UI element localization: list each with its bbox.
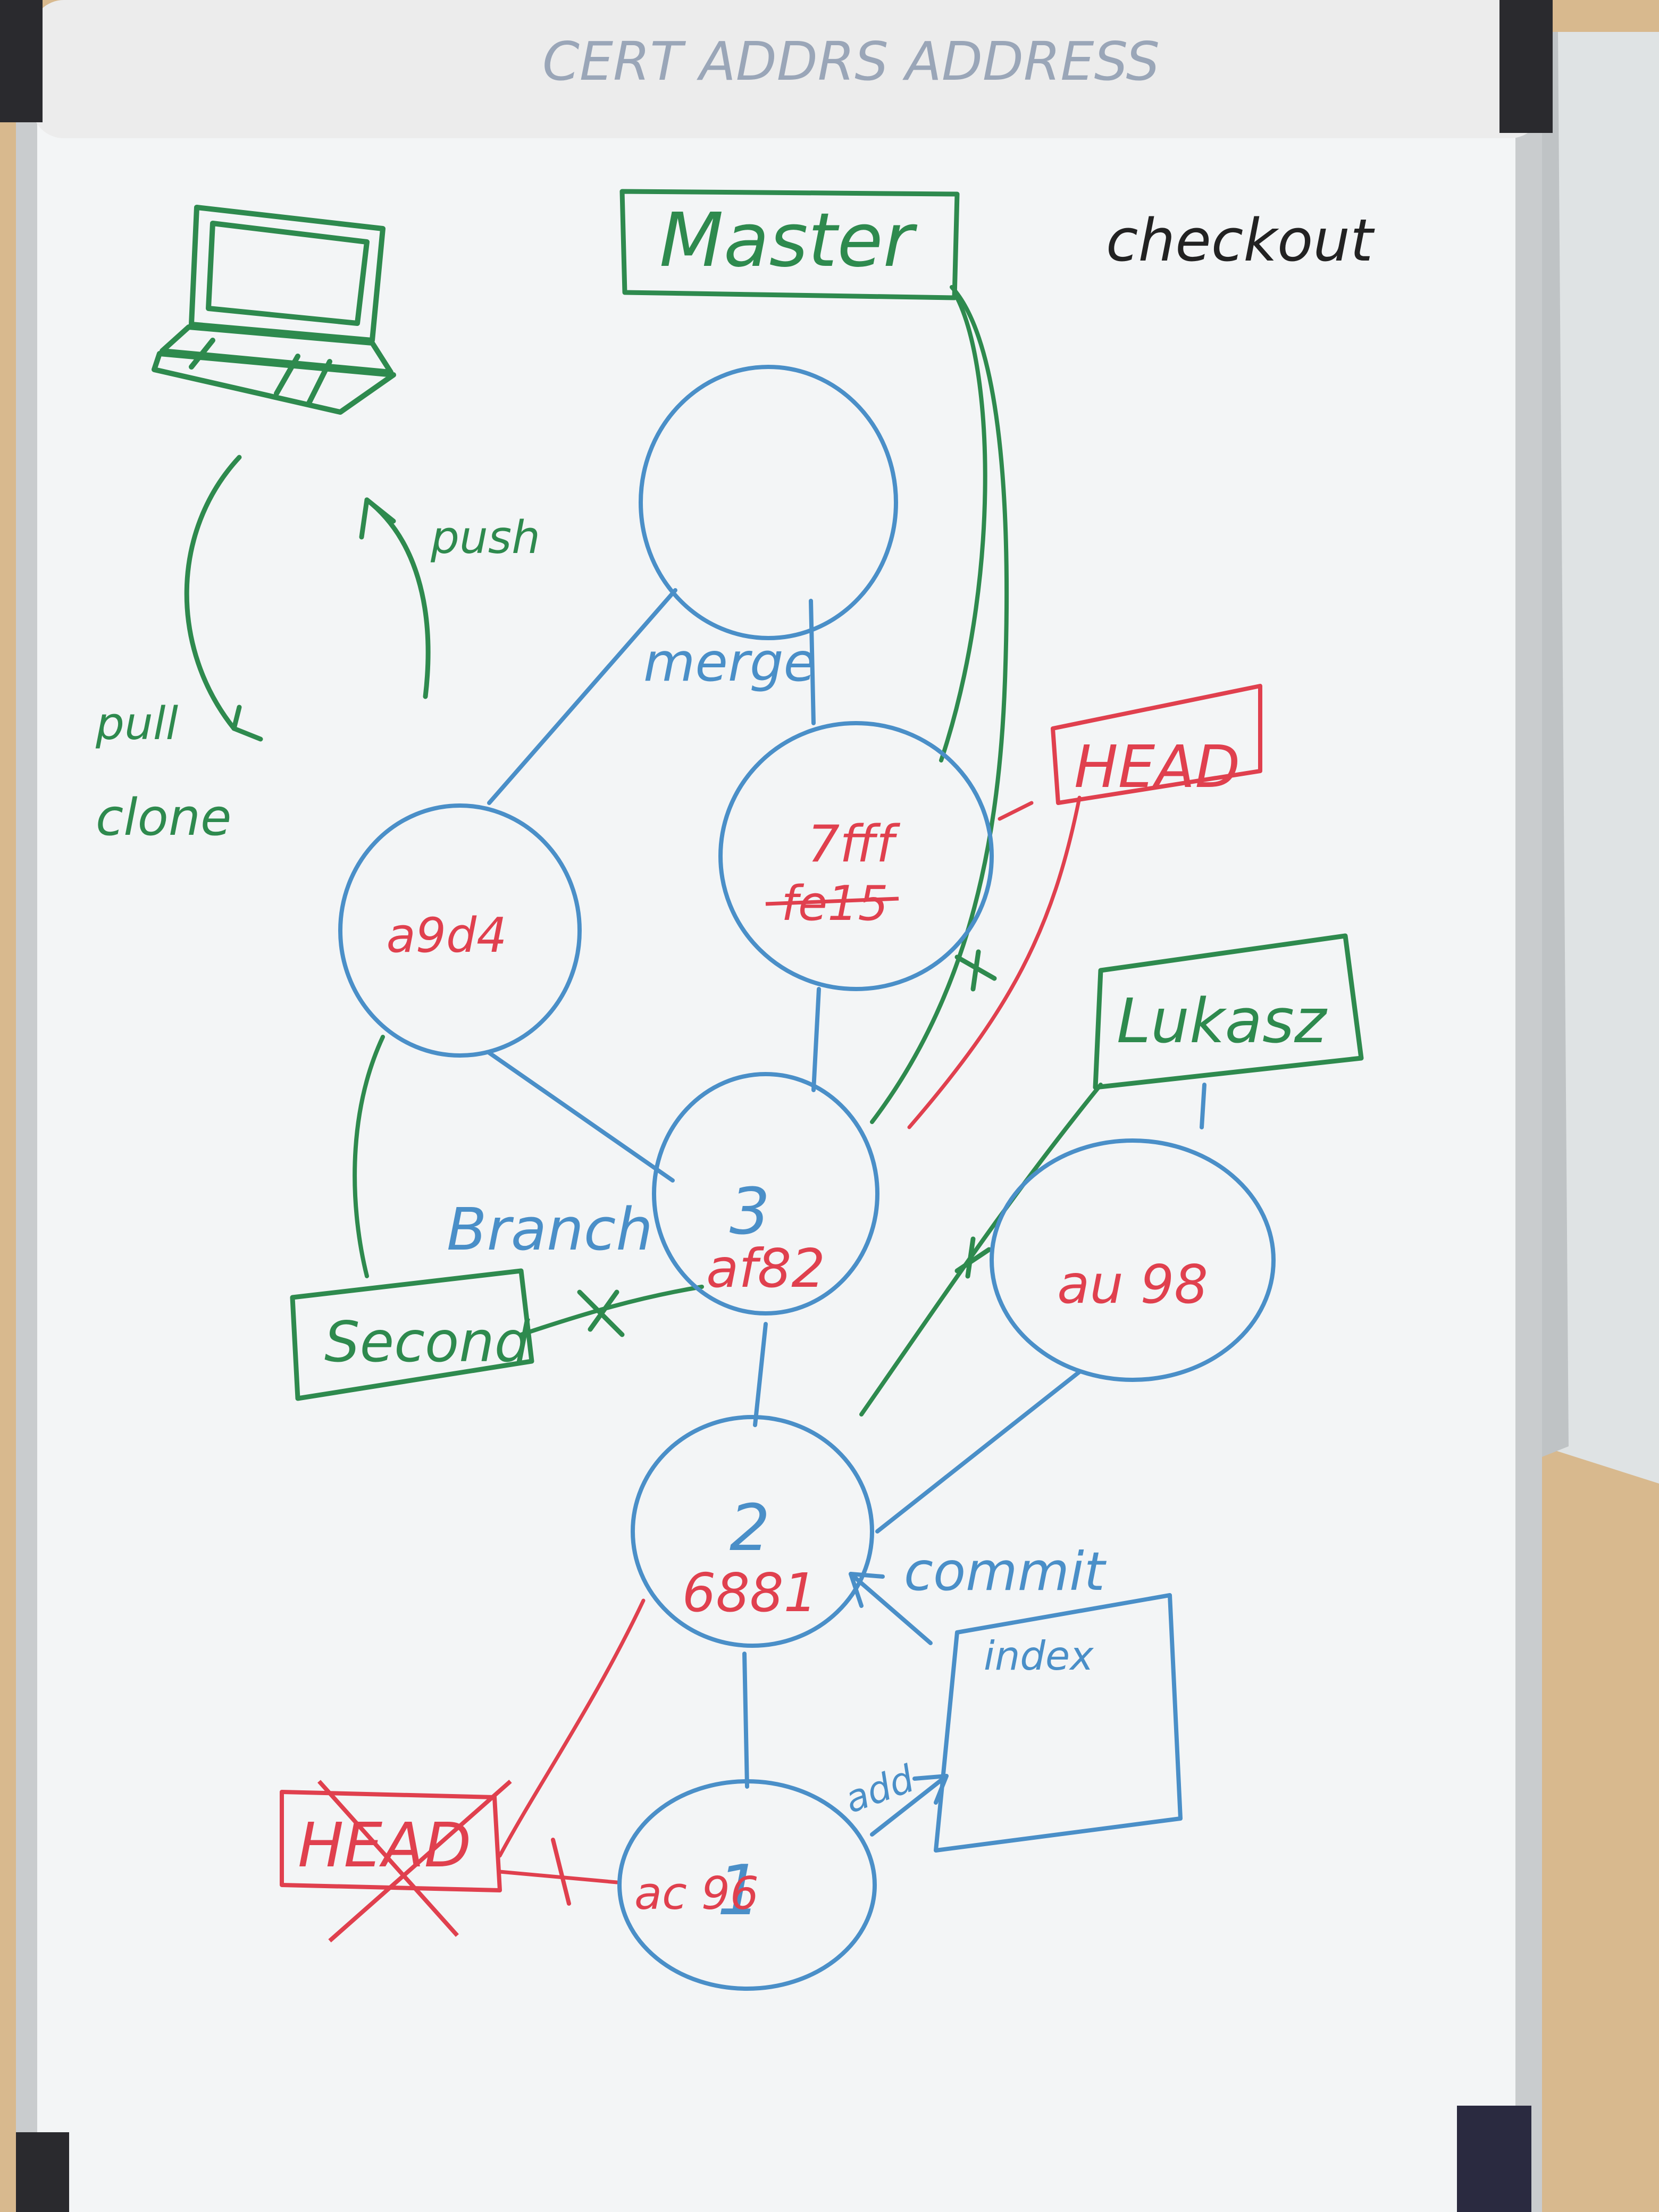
pull-label: pull [95,698,178,750]
commit3-number: 3 [730,1175,770,1249]
head-label: HEAD [1074,733,1240,801]
edge-7fff-3 [811,987,821,1092]
commit-label: commit [904,1540,1107,1603]
commit-merge-top [639,365,898,640]
index-label: index [984,1632,1094,1679]
commit-au98 [990,1138,1276,1382]
old-head-to-1-line [498,1870,619,1884]
edge-mergetop-7fff [809,599,816,725]
master-pointer-line [870,285,1009,1124]
edge-left-merge [487,588,677,805]
second-pointer-line [519,1285,704,1337]
head-box [1051,684,1262,805]
side-whiteboard [1542,32,1659,1484]
old-head-box [280,1790,502,1892]
push-label: push [430,512,540,564]
commit1-number: 1 [717,1850,761,1931]
lukasz-box [1093,933,1364,1090]
top-scribble: CERT ADDRS ADDRESS [542,30,1160,93]
branch-label: Branch [447,1195,653,1263]
commit-a9d4-hash: a9d4 [387,908,507,963]
commit-arrow [849,1572,933,1645]
master-label: Master [659,197,918,284]
commit3-hash: af82 [706,1237,825,1300]
head-pointer-line [907,795,1082,1129]
edge-2-1 [742,1652,749,1789]
second-box [290,1268,534,1401]
paper-roll [32,0,1542,138]
board [37,106,1515,2212]
clone-label: clone [96,789,231,847]
master-box [619,189,960,300]
lukasz-pointer-line [859,1083,1103,1417]
commit-7fff [718,721,994,991]
second-label: Second [324,1310,531,1375]
commit-a9d4 [338,803,582,1058]
old-head-pointer-line [498,1598,646,1858]
merge-label: merge [643,631,816,693]
second-to-a9d4-line [353,1035,385,1278]
commit-2 [631,1415,874,1648]
commit-1 [617,1779,877,1991]
commit2-number: 2 [730,1492,770,1565]
old-head-label: HEAD [298,1810,471,1881]
edge-au98-2 [875,1370,1082,1534]
commit1-hash: ac 96 [634,1867,759,1920]
edge-a9d4-3 [487,1051,675,1183]
master-pointer-line-2 [939,296,987,763]
edge-lukasz-au98 [1200,1083,1206,1129]
commit2-hash: 6881 [682,1562,818,1624]
commit-3 [652,1072,879,1316]
edge-3-2 [753,1322,768,1427]
laptop-icon [152,205,396,415]
commit-7fff-hash: 7fff [808,815,901,874]
add-arrow [870,1774,949,1837]
pull-arrow [184,455,242,731]
commit-au98-hash: au 98 [1057,1253,1208,1316]
checkout-label: checkout [1106,206,1375,274]
lukasz-label: Lukasz [1117,986,1328,1057]
